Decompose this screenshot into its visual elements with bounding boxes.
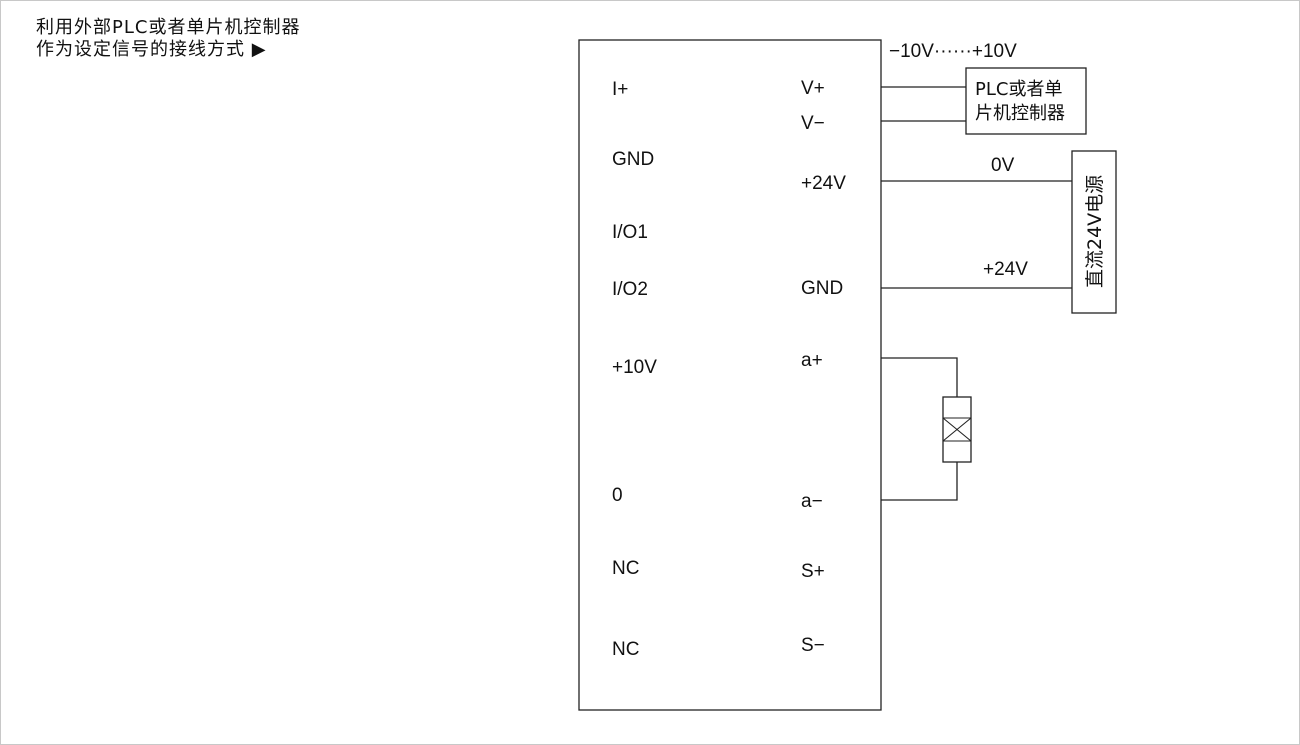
wire-label-plus24v: +24V bbox=[983, 259, 1028, 280]
plc-controller-box bbox=[965, 67, 1087, 135]
caption-line-2: 作为设定信号的接线方式 ▶ bbox=[36, 39, 267, 60]
terminal-left-gnd: GND bbox=[612, 149, 654, 170]
terminal-left-io1: I/O1 bbox=[612, 222, 648, 243]
terminal-left-i-plus: I+ bbox=[612, 79, 628, 100]
controller-block bbox=[578, 39, 882, 711]
terminal-right-a-plus: a+ bbox=[801, 350, 823, 371]
terminal-right-s-plus: S+ bbox=[801, 561, 825, 582]
terminal-left-io2: I/O2 bbox=[612, 279, 648, 300]
terminal-right-v-minus: V− bbox=[801, 113, 825, 134]
terminal-right-v-plus: V+ bbox=[801, 78, 825, 99]
terminal-left-nc-2: NC bbox=[612, 639, 639, 660]
signal-range-label: −10V······+10V bbox=[889, 41, 1017, 62]
wire-a-plus bbox=[881, 357, 958, 397]
terminal-right-plus24v: +24V bbox=[801, 173, 846, 194]
terminal-left-nc-1: NC bbox=[612, 558, 639, 579]
terminal-right-gnd: GND bbox=[801, 278, 843, 299]
plc-box-line-2: 片机控制器 bbox=[975, 103, 1065, 124]
caption-line-1: 利用外部PLC或者单片机控制器 bbox=[36, 17, 301, 38]
dc-power-supply-box bbox=[1071, 150, 1117, 314]
terminal-left-zero: 0 bbox=[612, 485, 623, 506]
dc-power-supply-label: 直流24V电源 bbox=[1084, 175, 1106, 288]
caption: 利用外部PLC或者单片机控制器 作为设定信号的接线方式 ▶ bbox=[36, 17, 300, 61]
crossed-component-icon bbox=[942, 396, 972, 463]
terminal-right-a-minus: a− bbox=[801, 491, 823, 512]
terminal-right-s-minus: S− bbox=[801, 635, 825, 656]
wire-a-minus bbox=[881, 462, 958, 501]
plc-box-line-1: PLC或者单 bbox=[975, 79, 1062, 100]
terminal-left-plus10v: +10V bbox=[612, 357, 657, 378]
wire-label-0v: 0V bbox=[991, 155, 1015, 176]
